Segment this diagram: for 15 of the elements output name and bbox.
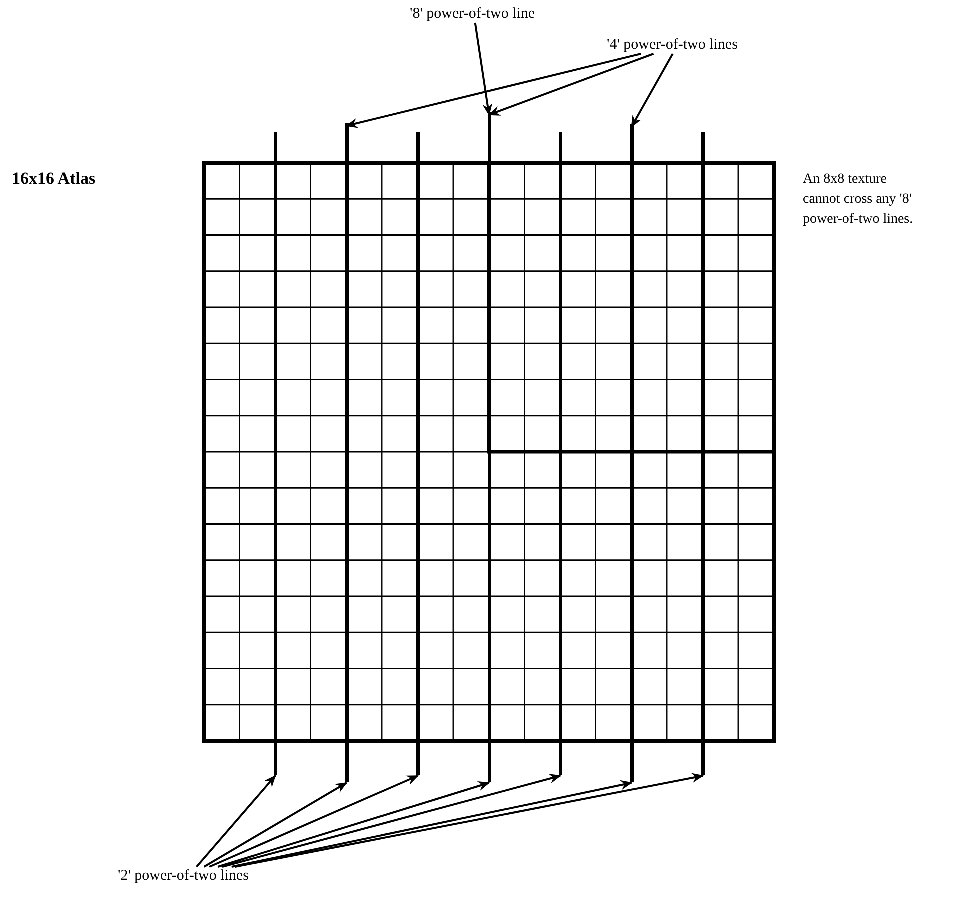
arrow [209,775,419,868]
arrow [474,22,493,116]
arrow [630,54,674,128]
arrow [218,781,490,868]
arrow [488,53,654,116]
diagram-heading: 16x16 Atlas [12,168,97,190]
note-text: An 8x8 texture cannot cross any '8' power-of-two lines. [803,171,914,229]
arrow [235,773,704,868]
arrow [222,774,562,868]
callout-text: '8' power-of-two line [410,5,538,23]
arrow [196,775,276,868]
arrow [232,780,633,868]
callout-text: '2' power-of-two lines [118,867,260,885]
callout-text: '4' power-of-two lines [607,36,749,54]
arrow [204,782,348,868]
